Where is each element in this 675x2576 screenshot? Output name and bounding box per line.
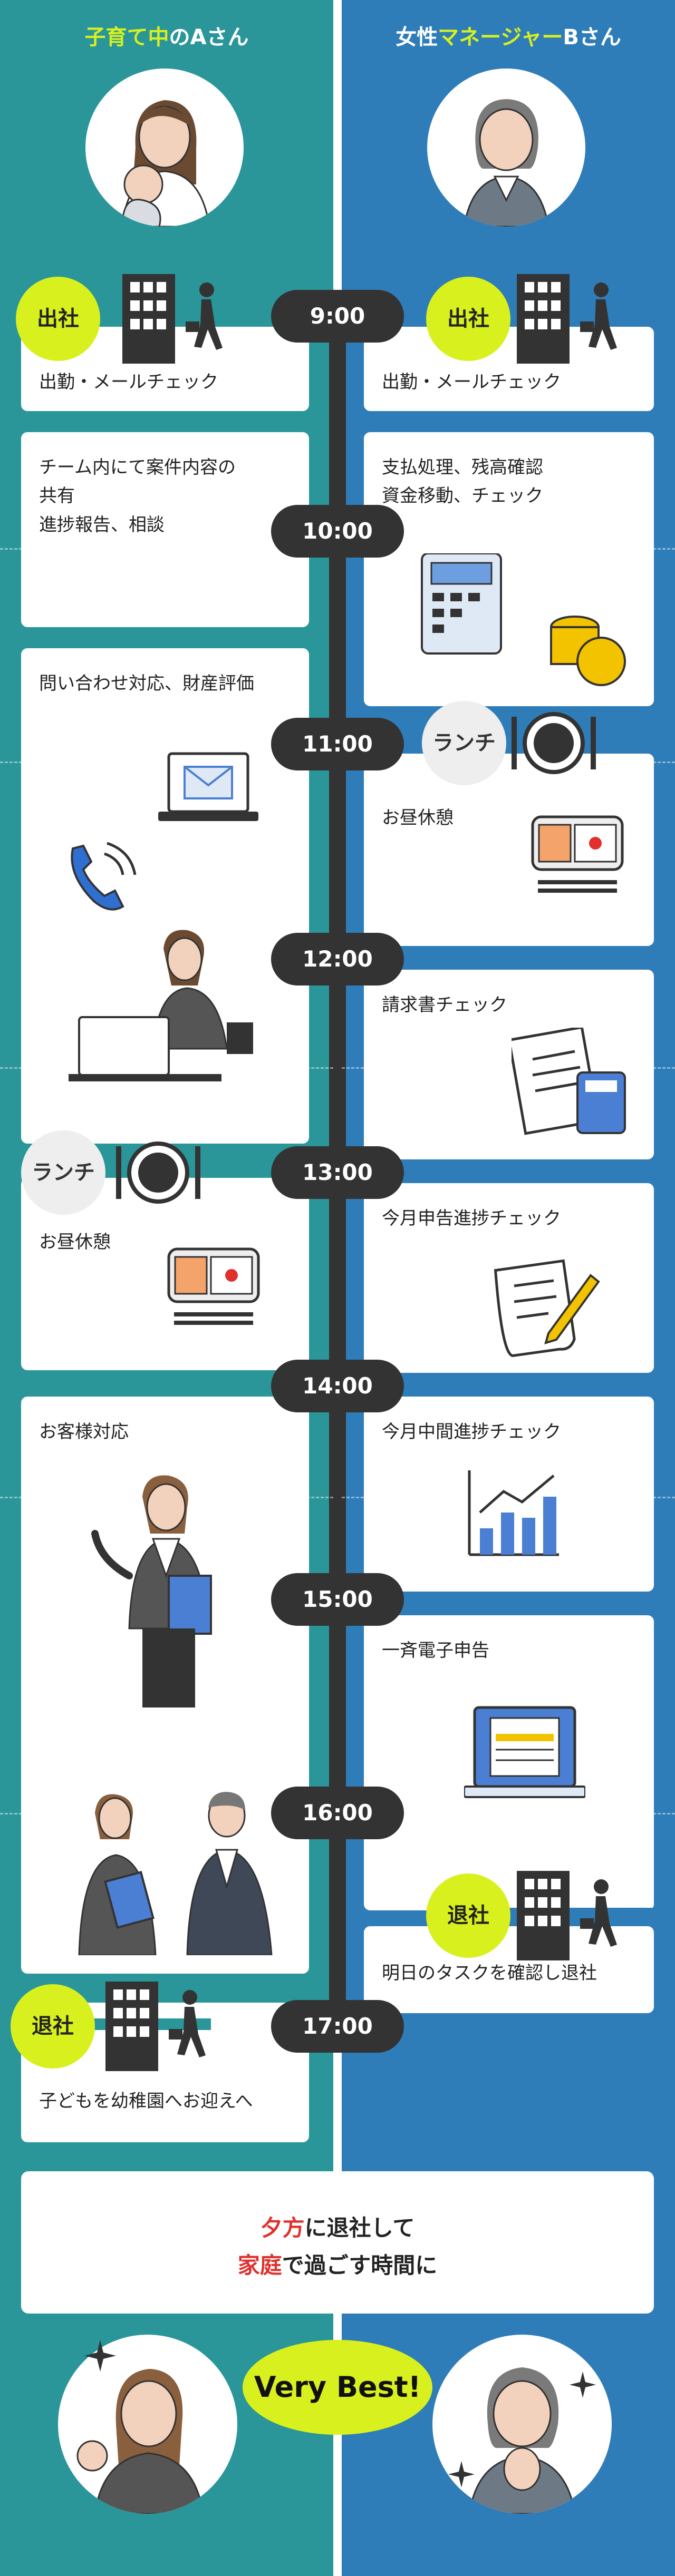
left-card-lunch-text: お昼休憩 bbox=[39, 1232, 111, 1253]
right-card-monthly-text: 今月申告進捗チェック bbox=[382, 1208, 561, 1229]
document-pen-icon bbox=[494, 1259, 600, 1358]
time-pill: 16:00 bbox=[271, 1787, 404, 1839]
badge-right-lunch: ランチ bbox=[422, 701, 506, 785]
laptop-spreadsheet-icon bbox=[464, 1706, 585, 1798]
right-header-highlight: マネージャー bbox=[438, 25, 563, 50]
right-card-lunch-text: お昼休憩 bbox=[382, 807, 454, 828]
left-card-team-share-text: チーム内にて案件内容の 共有 進捗報告、相談 bbox=[39, 457, 236, 535]
sparkle-icon bbox=[448, 2461, 475, 2487]
plate-cutlery-icon bbox=[512, 712, 596, 774]
right-card-leave: 明日のタスクを確認し退社 bbox=[364, 1926, 654, 2013]
office-building-icon bbox=[517, 274, 617, 364]
calculator-coins-icon bbox=[421, 553, 626, 686]
summary-line-1: 夕方に退社して bbox=[21, 2209, 654, 2247]
time-pill: 15:00 bbox=[271, 1573, 404, 1626]
phone-icon bbox=[71, 842, 137, 911]
summary-rest-1: に退社して bbox=[304, 2215, 415, 2241]
sparkle-icon bbox=[570, 2372, 596, 2398]
badge-left-lunch: ランチ bbox=[21, 1130, 105, 1215]
summary-red-1: 夕方 bbox=[260, 2215, 305, 2241]
bento-box-icon bbox=[167, 1247, 260, 1325]
right-header: 女性マネージャーBさん bbox=[342, 20, 675, 51]
time-pill: 9:00 bbox=[271, 290, 404, 343]
time-pill: 13:00 bbox=[271, 1146, 404, 1199]
office-building-icon bbox=[122, 274, 223, 364]
avatar-b-joy bbox=[432, 2335, 612, 2514]
office-building-icon bbox=[105, 1982, 206, 2071]
left-card-customer-text: お客様対応 bbox=[39, 1421, 129, 1442]
time-pill: 11:00 bbox=[271, 718, 404, 770]
invoice-calculator-icon bbox=[512, 1028, 626, 1135]
sparkle-icon bbox=[84, 2340, 116, 2372]
avatar-a-ok-sign bbox=[58, 2335, 237, 2514]
right-card-payments-text: 支払処理、残高確認 資金移動、チェック bbox=[382, 457, 543, 507]
colleagues-discussion-icon bbox=[78, 1792, 273, 1955]
right-card-invoice-text: 請求書チェック bbox=[382, 994, 507, 1016]
summary-box: 夕方に退社して 家庭で過ごす時間に bbox=[21, 2171, 654, 2314]
right-card-checkin-text: 出勤・メールチェック bbox=[382, 372, 561, 393]
right-card-checkin: 出勤・メールチェック bbox=[364, 327, 654, 411]
left-card-team-share: チーム内にて案件内容の 共有 進捗報告、相談 bbox=[21, 432, 309, 627]
left-header: 子育て中のAさん bbox=[0, 20, 333, 51]
badge-right-leave: 退社 bbox=[426, 1874, 510, 1958]
left-header-rest: のAさん bbox=[169, 25, 249, 50]
plate-cutlery-icon bbox=[116, 1141, 200, 1204]
bento-box-icon bbox=[531, 815, 624, 893]
very-best-bubble: Very Best! bbox=[243, 2340, 432, 2435]
bar-chart-icon bbox=[468, 1470, 559, 1556]
summary-line-2: 家庭で過ごす時間に bbox=[21, 2247, 654, 2284]
right-header-prefix: 女性 bbox=[396, 25, 438, 50]
right-card-leave-text: 明日のタスクを確認し退社 bbox=[382, 1963, 597, 1984]
time-pill: 17:00 bbox=[271, 2000, 404, 2053]
time-pill: 10:00 bbox=[271, 505, 404, 558]
right-header-rest: Bさん bbox=[563, 25, 621, 50]
badge-left-checkin: 出社 bbox=[16, 277, 100, 361]
avatar-a-mother bbox=[85, 69, 244, 227]
right-card-interim-text: 今月中間進捗チェック bbox=[382, 1421, 561, 1442]
left-card-checkin-text: 出勤・メールチェック bbox=[39, 372, 218, 393]
laptop-mail-icon bbox=[158, 752, 258, 821]
summary-red-2: 家庭 bbox=[237, 2252, 282, 2279]
right-card-efiling-text: 一斉電子申告 bbox=[382, 1640, 489, 1661]
office-building-icon bbox=[517, 1871, 617, 1960]
left-card-pickup-text: 子どもを幼稚園へお迎えへ bbox=[39, 2091, 253, 2112]
avatar-b-manager bbox=[427, 69, 585, 227]
left-header-highlight: 子育て中 bbox=[84, 25, 169, 50]
badge-right-checkin: 出社 bbox=[426, 277, 510, 361]
time-pill: 14:00 bbox=[271, 1360, 404, 1412]
summary-rest-2: で過ごす時間に bbox=[282, 2252, 438, 2279]
businesswoman-presenting-icon bbox=[91, 1475, 212, 1707]
badge-left-leave: 退社 bbox=[11, 1984, 95, 2068]
left-card-inquiry-text: 問い合わせ対応、財産評価 bbox=[39, 673, 254, 694]
woman-laptop-icon bbox=[69, 930, 253, 1081]
time-pill: 12:00 bbox=[271, 933, 404, 985]
